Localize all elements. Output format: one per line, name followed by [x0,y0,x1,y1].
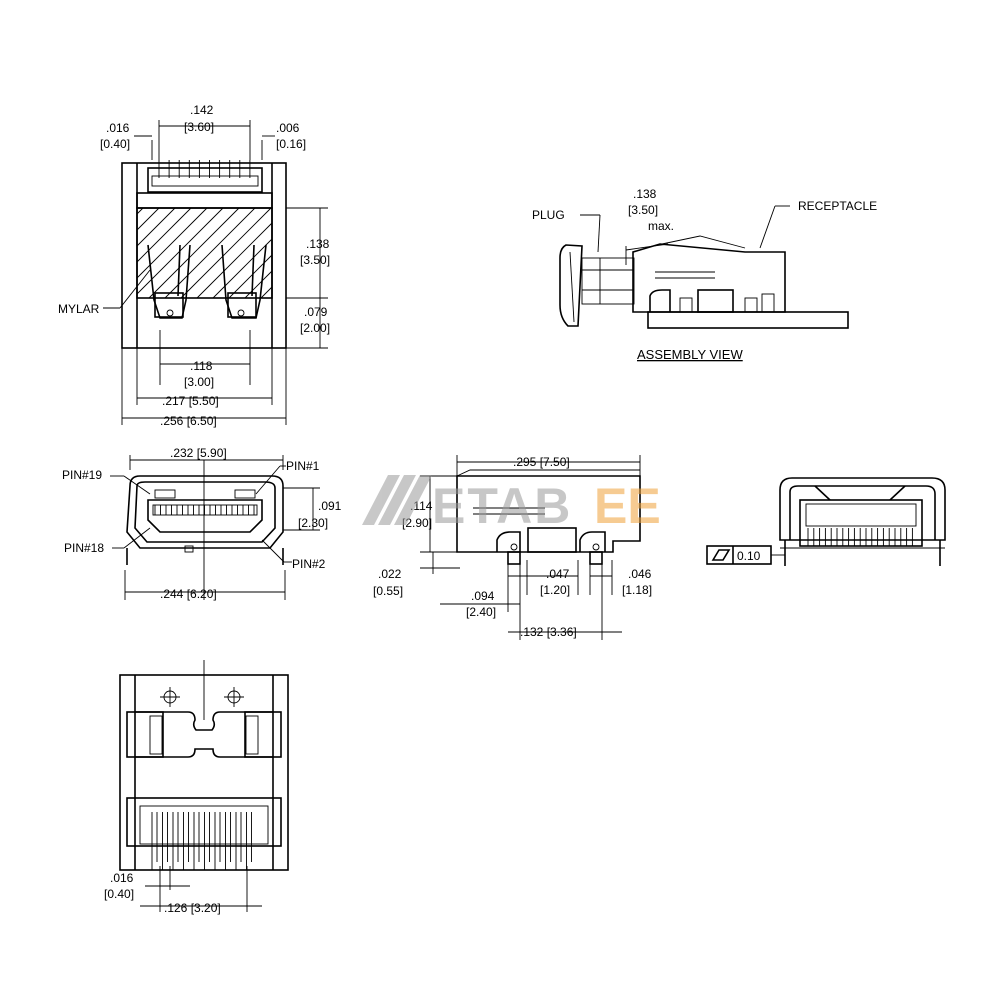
mylar-hatch-line [136,207,144,215]
fv-inner-width: .217 [5.50] [162,394,219,408]
mylar-hatch-line [136,207,160,231]
assembly-view-title: ASSEMBLY VIEW [637,347,743,362]
insert-mm: [3.50] [628,203,658,217]
pv-height-mm: [2.30] [298,516,328,530]
pin18-label: PIN#18 [64,541,104,555]
watermark-suffix: EE [594,478,661,534]
mylar-hatch-line [136,207,192,263]
pin-view: .232 [5.90] .244 [6.20] .091 [2.30] PIN#… [62,446,342,601]
bottom-view: .016 [0.40] .126 [3.20] [104,660,289,915]
fv-outer-width: .256 [6.50] [160,414,217,428]
mylar-hatch-line [180,207,272,299]
mylar-hatch-line [244,270,273,299]
sv-offset-mm: [0.55] [373,584,403,598]
pv-height-in: .091 [318,499,342,513]
mylar-hatch-line [228,254,273,299]
sv-hole-mm: [1.20] [540,583,570,597]
etabee-watermark: ETAB EE [362,475,661,534]
insert-note: max. [648,219,674,233]
receptacle-label: RECEPTACLE [798,199,877,213]
pin19-label: PIN#19 [62,468,102,482]
sv-peg-span: .132 [3.36] [520,625,577,639]
sv-hole2-mm: [1.18] [622,583,652,597]
end-view: 0.10 [706,477,946,566]
mylar-hatch-line [260,286,273,299]
mylar-hatch-line [212,238,273,299]
mylar-hatch-line [136,207,176,247]
sv-hole2-in: .046 [628,567,652,581]
assembly-view: PLUG RECEPTACLE .138 [3.50] max. ASSEMBL… [532,187,877,362]
fv-pitch-mm: [3.60] [184,120,214,134]
plug-label: PLUG [532,208,565,222]
fv-lower-in: .079 [304,305,328,319]
fv-tail-mm: [0.16] [276,137,306,151]
sv-peg-in: .094 [471,589,495,603]
fv-pin-width-mm: [0.40] [100,137,130,151]
mylar-label: MYLAR [58,302,100,316]
watermark-text: ETAB [432,478,572,534]
mylar-hatch-line [196,222,273,299]
bv-pin-width-mm: [0.40] [104,887,134,901]
sv-hole-in: .047 [546,567,570,581]
sv-offset-in: .022 [378,567,402,581]
mylar-hatch-line [136,207,208,279]
fv-height-mm: [3.50] [300,253,330,267]
flatness-value: 0.10 [737,549,761,563]
sv-height-mm: [2.90] [402,516,432,530]
fv-lower-mm: [2.00] [300,321,330,335]
bv-pitch: .126 [3.20] [164,901,221,915]
fv-pitch-in: .142 [190,103,214,117]
side-view: .295 [7.50] .114 [2.90] .022 [0.55] .094… [373,455,652,640]
front-view: .016 [0.40] .142 [3.60] .006 [0.16] .138… [58,103,330,428]
insert-in: .138 [633,187,657,201]
bv-pin-width-in: .016 [110,871,134,885]
fv-latch-mm: [3.00] [184,375,214,389]
sv-peg-mm: [2.40] [466,605,496,619]
mylar-hatch-line [148,207,240,299]
mylar-hatch-line [164,207,256,299]
fv-pin-width-in: .016 [106,121,130,135]
watermark-stripes-icon [362,475,432,525]
pv-bottom-width: .244 [6.20] [160,587,217,601]
sv-length: .295 [7.50] [513,455,570,469]
pv-top-width: .232 [5.90] [170,446,227,460]
fv-height-in: .138 [306,237,330,251]
pin2-label: PIN#2 [292,557,326,571]
fv-tail-in: .006 [276,121,300,135]
pin1-label: PIN#1 [286,459,320,473]
fv-latch-in: .118 [190,359,213,373]
